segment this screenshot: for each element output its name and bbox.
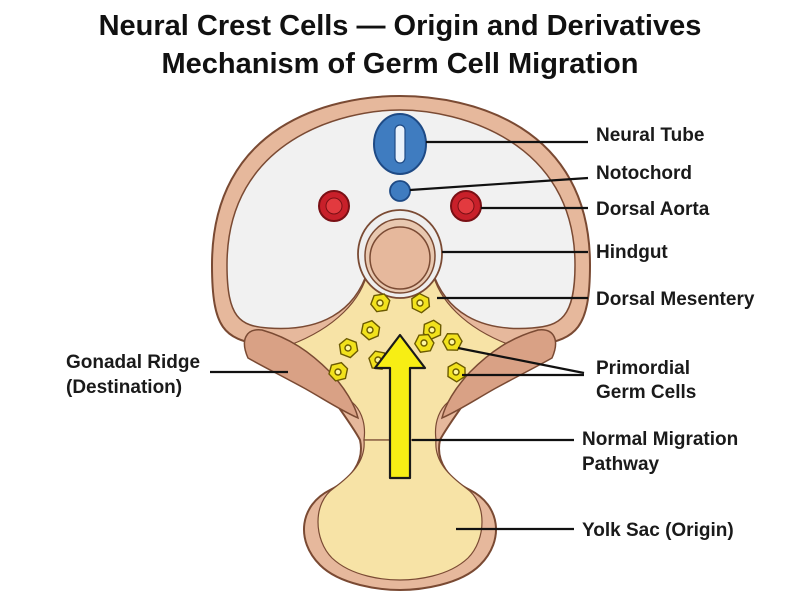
label-gonadal-ridge-line2: (Destination) — [66, 377, 182, 398]
page-subtitle: Mechanism of Germ Cell Migration — [161, 48, 639, 80]
germ-cell — [360, 319, 381, 341]
leader-notochord — [409, 176, 589, 192]
page-title: Neural Crest Cells — Origin and Derivati… — [98, 10, 702, 42]
hindgut-inner — [369, 226, 431, 290]
germ-cell — [411, 292, 431, 314]
dorsal-aorta-right-lumen — [457, 197, 475, 215]
label-gonadal-ridge-line1: Gonadal Ridge — [66, 352, 200, 373]
germ-cell — [413, 333, 435, 353]
neural-canal — [394, 124, 406, 164]
label-neural-tube: Neural Tube — [596, 125, 704, 146]
label-notochord: Notochord — [596, 163, 692, 184]
label-migration-pathway-line2: Pathway — [582, 454, 660, 475]
leader-germ-cells-1 — [457, 346, 585, 375]
label-primordial-germ-cells-line1: Primordial — [596, 358, 690, 379]
germ-cell — [338, 337, 359, 359]
yolk-sac — [317, 439, 483, 581]
label-dorsal-mesentery: Dorsal Mesentery — [596, 289, 755, 310]
germ-cell — [328, 361, 349, 382]
migration-arrow — [373, 333, 427, 480]
label-migration-pathway-line1: Normal Migration — [582, 429, 738, 450]
germ-cell — [441, 332, 463, 351]
label-primordial-germ-cells-line2: Germ Cells — [596, 382, 696, 403]
germ-cell — [370, 293, 391, 313]
dorsal-aorta-left-lumen — [325, 197, 343, 215]
label-dorsal-aorta: Dorsal Aorta — [596, 199, 710, 220]
germ-cell-group — [328, 292, 466, 383]
notochord — [389, 180, 411, 202]
label-yolk-sac: Yolk Sac (Origin) — [582, 520, 734, 541]
germ-cell — [447, 361, 466, 383]
label-hindgut: Hindgut — [596, 242, 668, 263]
gonadal-ridge-left — [243, 329, 360, 420]
